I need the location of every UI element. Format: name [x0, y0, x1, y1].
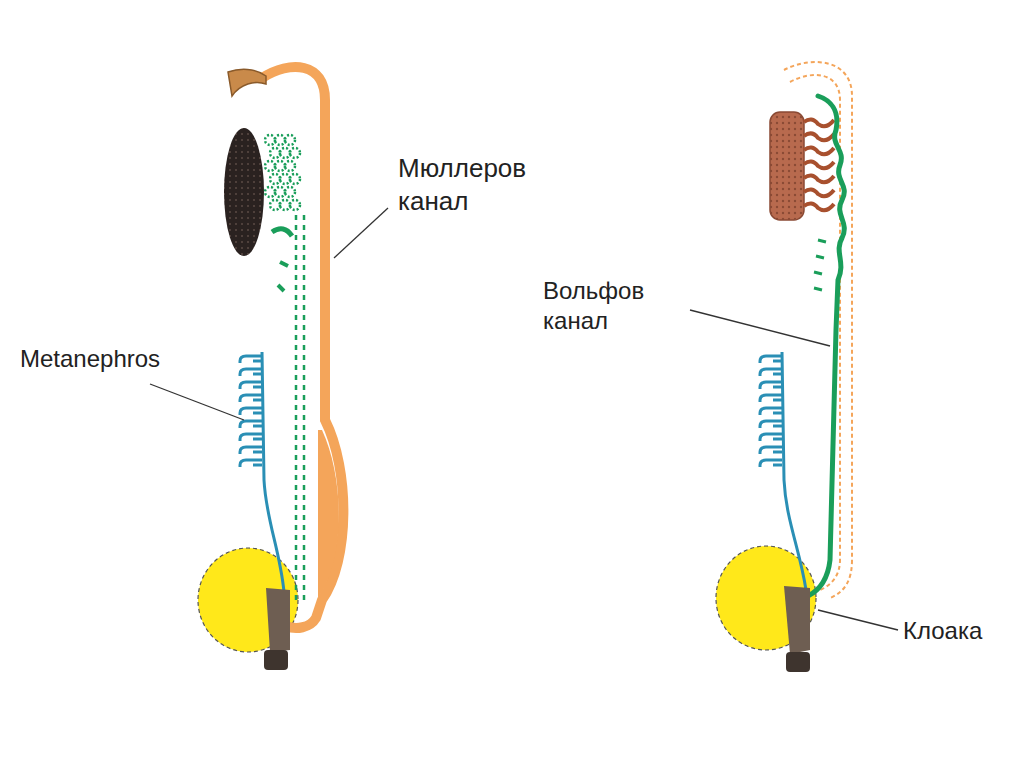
- metanephros: [760, 356, 782, 467]
- female-tract: [198, 67, 343, 670]
- structure-label: Вольфов канал: [543, 276, 693, 336]
- leader-line: [150, 384, 244, 420]
- ovary: [224, 128, 264, 256]
- structure-label: Мюллеров канал: [398, 152, 563, 217]
- cloaca: [266, 588, 290, 652]
- mullerian-duct: [262, 67, 343, 628]
- wolffian-remnant: [296, 215, 304, 600]
- leader-line: [818, 610, 898, 630]
- uterus: [318, 430, 339, 598]
- male-tract: [716, 62, 852, 672]
- funnel: [228, 69, 266, 96]
- testis: [770, 112, 804, 220]
- cloaca: [784, 586, 810, 654]
- bladder: [198, 548, 298, 652]
- efferent-ductules: [804, 119, 834, 210]
- mesonephric-remnant: [265, 135, 300, 210]
- leader-line: [690, 310, 830, 346]
- leader-line: [334, 208, 388, 258]
- structure-label: Клоака: [903, 616, 1013, 646]
- wolffian-duct: [808, 96, 844, 596]
- metanephros: [240, 356, 262, 467]
- structure-label: Metanephros: [20, 344, 190, 374]
